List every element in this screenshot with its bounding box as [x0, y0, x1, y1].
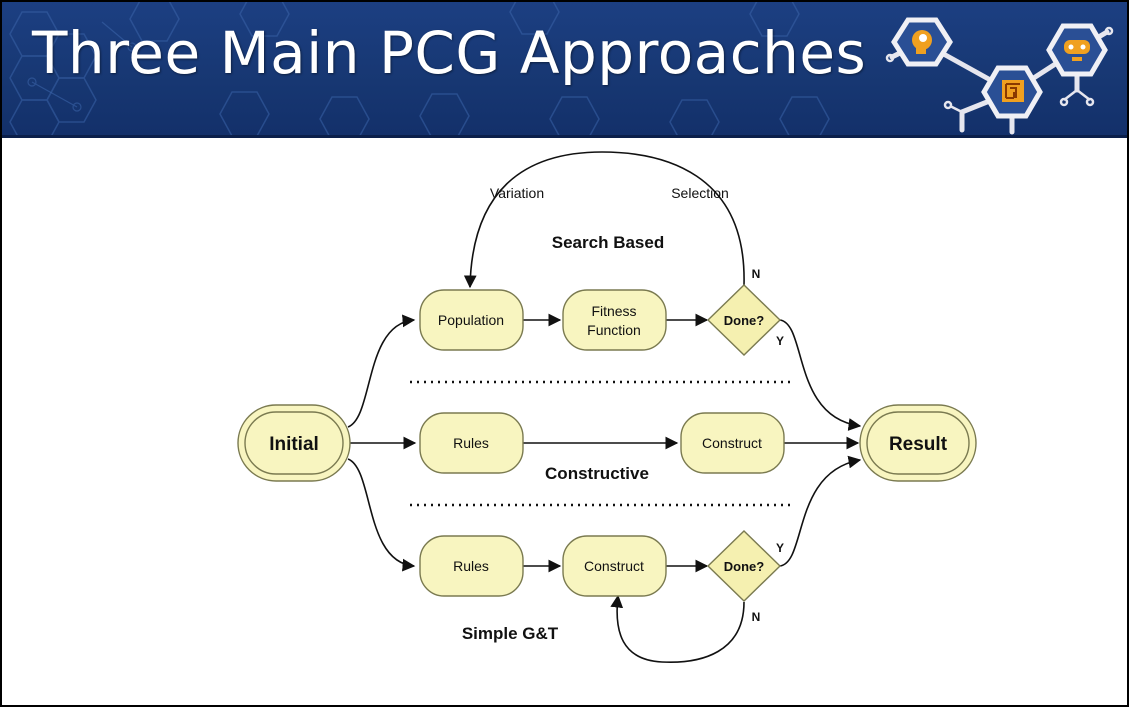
node-population [419, 289, 524, 351]
node-result-label: Result [889, 434, 948, 455]
section-simple-gt: Simple G&T [462, 624, 559, 643]
edge-label-selection: Selection [671, 185, 729, 201]
edge-label-n-top: N [752, 267, 761, 281]
node-done-bottom-label: Done? [724, 559, 765, 574]
gamepad-icon [1046, 23, 1108, 77]
node-construct-mid [680, 412, 785, 474]
edge-done-top-loop [463, 151, 745, 289]
hexagon-pattern [9, 2, 1114, 135]
head-icon [891, 17, 953, 67]
edge-initial-population [347, 314, 416, 428]
edge-label-variation: Variation [490, 185, 544, 201]
maze-icon [981, 65, 1043, 119]
node-construct-mid-label: Construct [702, 435, 762, 451]
edge-done-bottom-result [779, 455, 862, 567]
slide-title: Three Main PCG Approaches [32, 19, 867, 87]
title-banner: Three Main PCG Approaches [2, 2, 1127, 138]
node-rules-mid [419, 412, 524, 474]
node-rules-bottom [419, 535, 524, 597]
node-done-top-label: Done? [724, 313, 765, 328]
node-fitness-function [562, 289, 667, 351]
section-constructive: Constructive [545, 464, 649, 483]
node-rules-mid-label: Rules [453, 435, 489, 451]
section-search-based: Search Based [552, 233, 664, 252]
edge-initial-rules-bottom [347, 458, 416, 572]
node-fitness-label-2: Function [587, 322, 641, 338]
node-initial [237, 404, 351, 482]
node-done-top [706, 284, 782, 356]
node-initial-label: Initial [269, 434, 319, 455]
edge-done-top-result [779, 319, 862, 431]
edge-done-bottom-loop [610, 594, 745, 663]
node-construct-bottom [562, 535, 667, 597]
node-rules-bottom-label: Rules [453, 558, 489, 574]
node-done-bottom [706, 530, 782, 602]
node-fitness-label-1: Fitness [591, 303, 636, 319]
node-construct-bottom-label: Construct [584, 558, 644, 574]
edge-label-y-top: Y [776, 334, 784, 348]
edge-label-y-bottom: Y [776, 541, 784, 555]
node-population-label: Population [438, 312, 504, 328]
edge-label-n-bottom: N [752, 610, 761, 624]
node-result [859, 404, 977, 482]
